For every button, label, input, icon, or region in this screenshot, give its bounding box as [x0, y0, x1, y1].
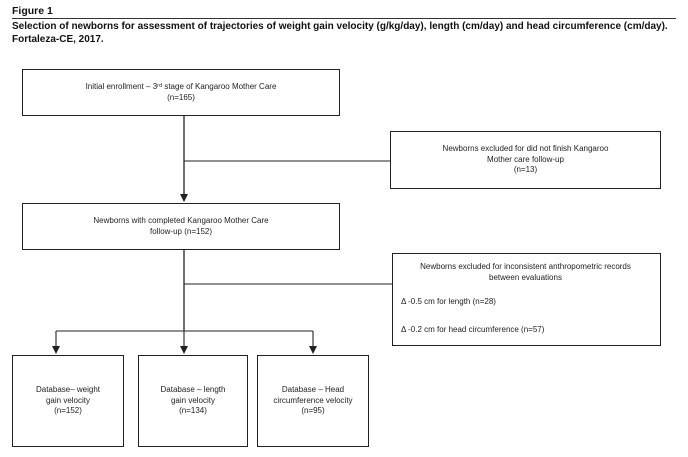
excluded-followup-label-2: Mother care follow-up [487, 154, 564, 164]
excluded-anthropometric-label-1: Newborns excluded for inconsistent anthr… [420, 262, 631, 271]
figure-title-rule [12, 18, 676, 19]
db-head-count: (n=95) [301, 406, 325, 416]
excluded-anthropometric-label: Newborns excluded for inconsistent anthr… [401, 262, 650, 283]
box-db-head: Database – Head circumference velocity (… [257, 355, 369, 447]
initial-enrollment-label: Initial enrollment – 3ʳᵈ stage of Kangar… [85, 82, 277, 91]
completed-followup-label: Newborns with completed Kangaroo Mother … [93, 216, 269, 225]
box-db-weight: Database– weight gain velocity (n=152) [12, 355, 124, 447]
figure-caption: Selection of newborns for assessment of … [12, 21, 682, 46]
db-weight-label-2: gain velocity [45, 395, 91, 405]
criterion-length: Δ -0.5 cm for length (n=28) [401, 297, 496, 306]
excluded-anthropometric-label-2: between evaluations [489, 272, 562, 282]
db-weight-label-1: Database– weight [35, 385, 101, 395]
initial-enrollment-count: (n=165) [167, 92, 195, 102]
box-db-length: Database – length gain velocity (n=134) [138, 355, 248, 447]
box-excluded-anthropometric: Newborns excluded for inconsistent anthr… [392, 253, 661, 346]
box-completed-followup: Newborns with completed Kangaroo Mother … [22, 203, 340, 250]
criterion-head-circumference: Δ -0.2 cm for head circumference (n=57) [401, 324, 545, 334]
excluded-followup-label-1: Newborns excluded for did not finish Kan… [442, 144, 609, 154]
db-head-label-1: Database – Head [281, 385, 345, 395]
box-excluded-followup: Newborns excluded for did not finish Kan… [390, 131, 661, 189]
db-length-label-1: Database – length [160, 385, 226, 395]
caption-line-2: Fortaleza-CE, 2017. [12, 33, 104, 45]
excluded-followup-count: (n=13) [513, 165, 538, 175]
box-initial-enrollment: Initial enrollment – 3ʳᵈ stage of Kangar… [22, 69, 340, 116]
db-weight-count: (n=152) [54, 406, 82, 416]
completed-followup-count: follow-up (n=152) [149, 226, 213, 236]
figure-label: Figure 1 [12, 5, 53, 17]
caption-line-1: Selection of newborns for assessment of … [12, 21, 668, 32]
db-length-count: (n=134) [179, 406, 207, 416]
db-length-label-2: gain velocity [170, 395, 216, 405]
db-head-label-2: circumference velocity [273, 395, 353, 405]
